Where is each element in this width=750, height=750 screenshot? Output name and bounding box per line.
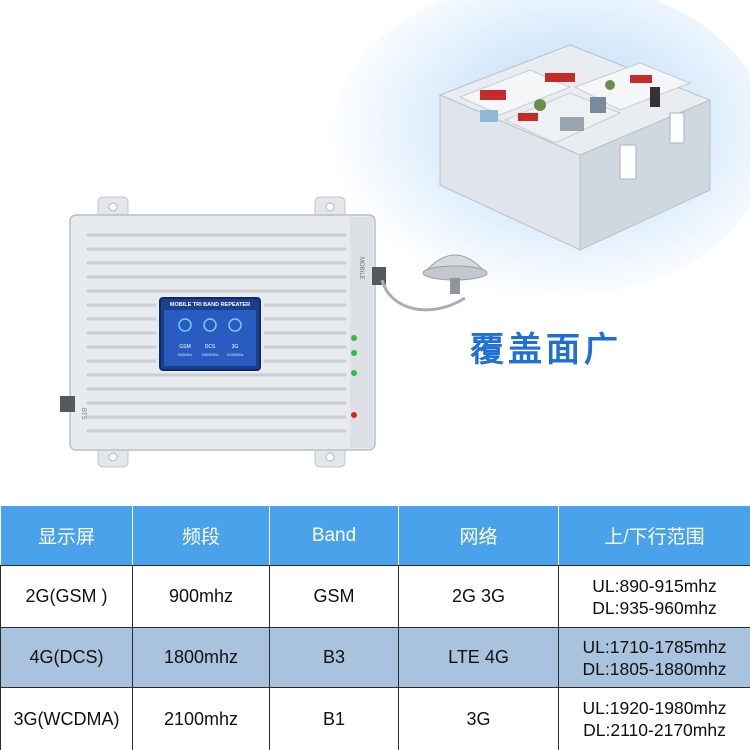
cell-range: UL:1920-1980mhz DL:2110-2170mhz [558,687,750,750]
panel-band-label: 3G [232,344,239,350]
header-display: 显示屏 [0,505,133,566]
header-network: 网络 [398,505,559,566]
uplink-range: UL:1710-1785mhz [582,636,727,657]
status-led [351,335,357,341]
cell-frequency: 1800mhz [132,627,270,688]
alarm-led [351,412,357,418]
cell-band: B1 [269,687,399,750]
table-row: 3G(WCDMA) 2100mhz B1 3G UL:1920-1980mhz … [0,687,750,750]
status-led [351,350,357,356]
cell-band: B3 [269,627,399,688]
header-frequency: 频段 [132,505,270,566]
uplink-range: UL:890-915mhz [592,575,717,596]
cell-display: 4G(DCS) [0,627,133,688]
panel-freq-label: 900MHz [178,352,193,357]
panel-freq-label: 1800MHz [201,352,218,357]
cell-frequency: 900mhz [132,565,270,628]
panel-title: MOBILE TRI BAND REPEATER [170,302,250,308]
table-row: 2G(GSM ) 900mhz GSM 2G 3G UL:890-915mhz … [0,565,750,628]
house-illustration [438,44,712,251]
cell-network: 2G 3G [398,565,559,628]
cell-display: 3G(WCDMA) [0,687,133,750]
cell-frequency: 2100mhz [132,687,270,750]
cell-range: UL:1710-1785mhz DL:1805-1880mhz [558,627,750,688]
panel-freq-label: 2100MHz [226,352,243,357]
cell-network: 3G [398,687,559,750]
cell-range: UL:890-915mhz DL:935-960mhz [558,565,750,628]
port-label-mobile: MOBILE [358,257,364,280]
table-row: 4G(DCS) 1800mhz B3 LTE 4G UL:1710-1785mh… [0,627,750,688]
product-hero: MOBILE TRI BAND REPEATER GSM DCS 3G 900M… [60,0,750,468]
ceiling-antenna [380,254,488,312]
downlink-range: DL:935-960mhz [592,597,717,618]
header-band: Band [269,505,399,566]
coverage-slogan: 覆盖面广 [470,330,622,370]
repeater-device: MOBILE TRI BAND REPEATER GSM DCS 3G 900M… [60,196,386,468]
port-label-bts: BTS [80,408,86,420]
cell-display: 2G(GSM ) [0,565,133,628]
table-header-row: 显示屏 频段 Band 网络 上/下行范围 [0,505,750,566]
status-led [351,370,357,376]
header-range: 上/下行范围 [558,505,750,566]
uplink-range: UL:1920-1980mhz [582,698,727,718]
downlink-range: DL:1805-1880mhz [582,658,727,679]
panel-band-label: GSM [179,344,190,350]
spec-table: 显示屏 频段 Band 网络 上/下行范围 2G(GSM ) 900mhz GS… [0,505,750,750]
cell-band: GSM [269,565,399,628]
downlink-range: DL:2110-2170mhz [583,720,726,740]
panel-band-label: DCS [205,344,216,350]
cell-network: LTE 4G [398,627,559,688]
